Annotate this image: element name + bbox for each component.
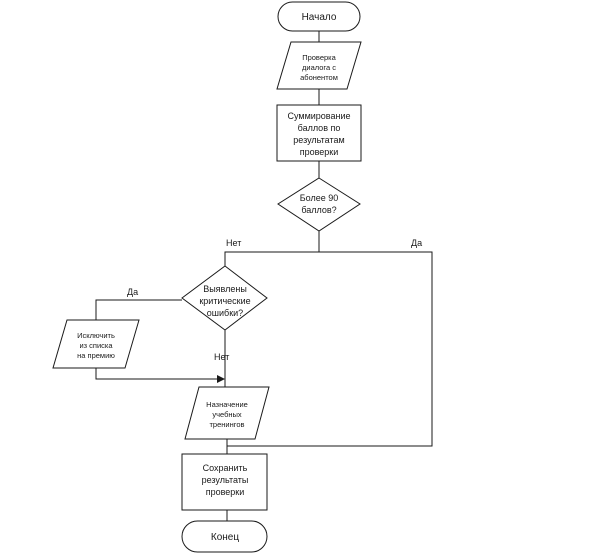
- exclude-line-3: на премию: [77, 351, 115, 360]
- start-label: Начало: [302, 12, 337, 23]
- edge-no-to-errors: [224, 251, 319, 266]
- trainings-line-1: Назначение: [206, 400, 248, 409]
- sum-points-line-1: Суммирование: [288, 111, 351, 121]
- decision-errors-line-3: ошибки?: [207, 308, 243, 318]
- decision-critical-errors: Выявлены критические ошибки?: [181, 265, 268, 331]
- sum-points-line-3: результатам: [293, 135, 344, 145]
- end-terminator: Конец: [181, 520, 268, 553]
- decision-errors-line-2: критические: [199, 296, 250, 306]
- check-dialog-line-3: абонентом: [300, 73, 338, 82]
- connectors: [95, 31, 433, 521]
- exclude-line-1: Исключить: [77, 331, 115, 340]
- save-line-2: результаты: [202, 475, 249, 485]
- exclude-line-2: из списка: [79, 341, 113, 350]
- trainings-io: Назначение учебных тренингов: [184, 386, 270, 440]
- label-yes-90: Да: [411, 238, 422, 248]
- start-terminator: Начало: [277, 1, 361, 32]
- check-dialog-io: Проверка диалога с абонентом: [276, 41, 362, 90]
- trainings-line-3: тренингов: [210, 420, 245, 429]
- edge-yes-to-save: [227, 251, 433, 447]
- end-label: Конец: [211, 532, 239, 543]
- decision-more-90: Более 90 баллов?: [277, 177, 361, 232]
- save-line-3: проверки: [206, 487, 245, 497]
- sum-points-process: Суммирование баллов по результатам прове…: [276, 104, 362, 162]
- exclude-io: Исключить из списка на премию: [52, 319, 140, 369]
- label-yes-errors: Да: [127, 287, 138, 297]
- sum-points-line-4: проверки: [300, 147, 339, 157]
- decision-90-line-1: Более 90: [300, 193, 339, 203]
- edge-exclude-to-trainings: [95, 368, 225, 383]
- label-no-errors: Нет: [214, 352, 229, 362]
- decision-90-line-2: баллов?: [301, 205, 336, 215]
- trainings-line-2: учебных: [212, 410, 242, 419]
- decision-errors-line-1: Выявлены: [203, 284, 247, 294]
- save-results-process: Сохранить результаты проверки: [181, 453, 268, 511]
- check-dialog-line-1: Проверка: [302, 53, 336, 62]
- save-line-1: Сохранить: [203, 463, 248, 473]
- check-dialog-line-2: диалога с: [302, 63, 336, 72]
- edge-yes-to-exclude: [95, 299, 182, 320]
- sum-points-line-2: баллов по: [298, 123, 341, 133]
- label-no-90: Нет: [226, 238, 241, 248]
